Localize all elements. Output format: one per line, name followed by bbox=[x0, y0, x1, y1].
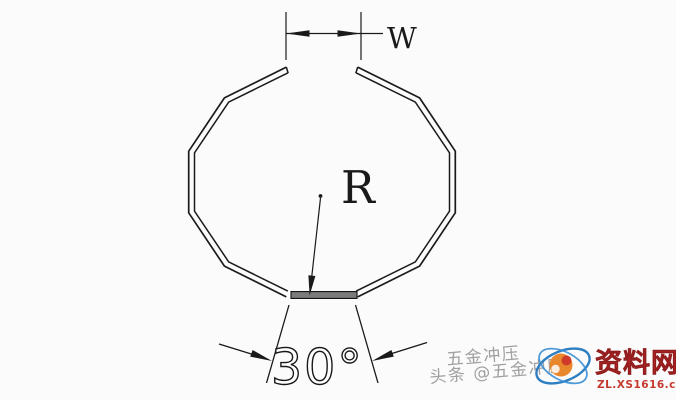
r-label: R bbox=[341, 161, 376, 214]
angle-arrowhead-left bbox=[250, 350, 272, 361]
logo-core-highlight bbox=[551, 364, 560, 374]
slot-end-cap-right bbox=[355, 66, 359, 74]
angle-arrowhead-right bbox=[372, 350, 394, 361]
w-label: W bbox=[387, 21, 417, 55]
angle-extension-line-left bbox=[265, 304, 290, 384]
inner-contour-right bbox=[355, 72, 451, 292]
brand-url-text: ZL.XS1616.com bbox=[597, 379, 676, 391]
dimension-angle bbox=[218, 304, 428, 384]
r-leader-line bbox=[310, 197, 322, 288]
logo-orbit-ring-1 bbox=[535, 347, 591, 385]
brand-logo-icon bbox=[535, 347, 591, 385]
bottom-segment-bar bbox=[290, 291, 358, 299]
outer-contour-left bbox=[187, 66, 287, 298]
outer-contour-right bbox=[357, 66, 457, 298]
part-outline bbox=[187, 66, 457, 298]
dimension-w bbox=[285, 12, 383, 60]
w-arrowhead-left bbox=[286, 30, 310, 37]
inner-contour-left bbox=[193, 72, 289, 292]
slot-end-cap-left bbox=[285, 66, 289, 74]
r-leader-dot bbox=[318, 194, 323, 198]
logo-core-accent bbox=[561, 355, 572, 366]
angle-extension-line-right bbox=[354, 304, 379, 384]
w-arrowhead-right bbox=[337, 30, 361, 37]
logo-orbit-ring-2 bbox=[538, 347, 588, 385]
brand-name-text: 资料网 bbox=[595, 348, 676, 379]
angle-arrow-tail-right bbox=[391, 341, 428, 355]
angle-arrow-tail-left bbox=[218, 343, 254, 356]
angle-label: 30° bbox=[271, 339, 364, 396]
leader-r bbox=[308, 194, 323, 296]
r-arrowhead bbox=[308, 275, 316, 296]
